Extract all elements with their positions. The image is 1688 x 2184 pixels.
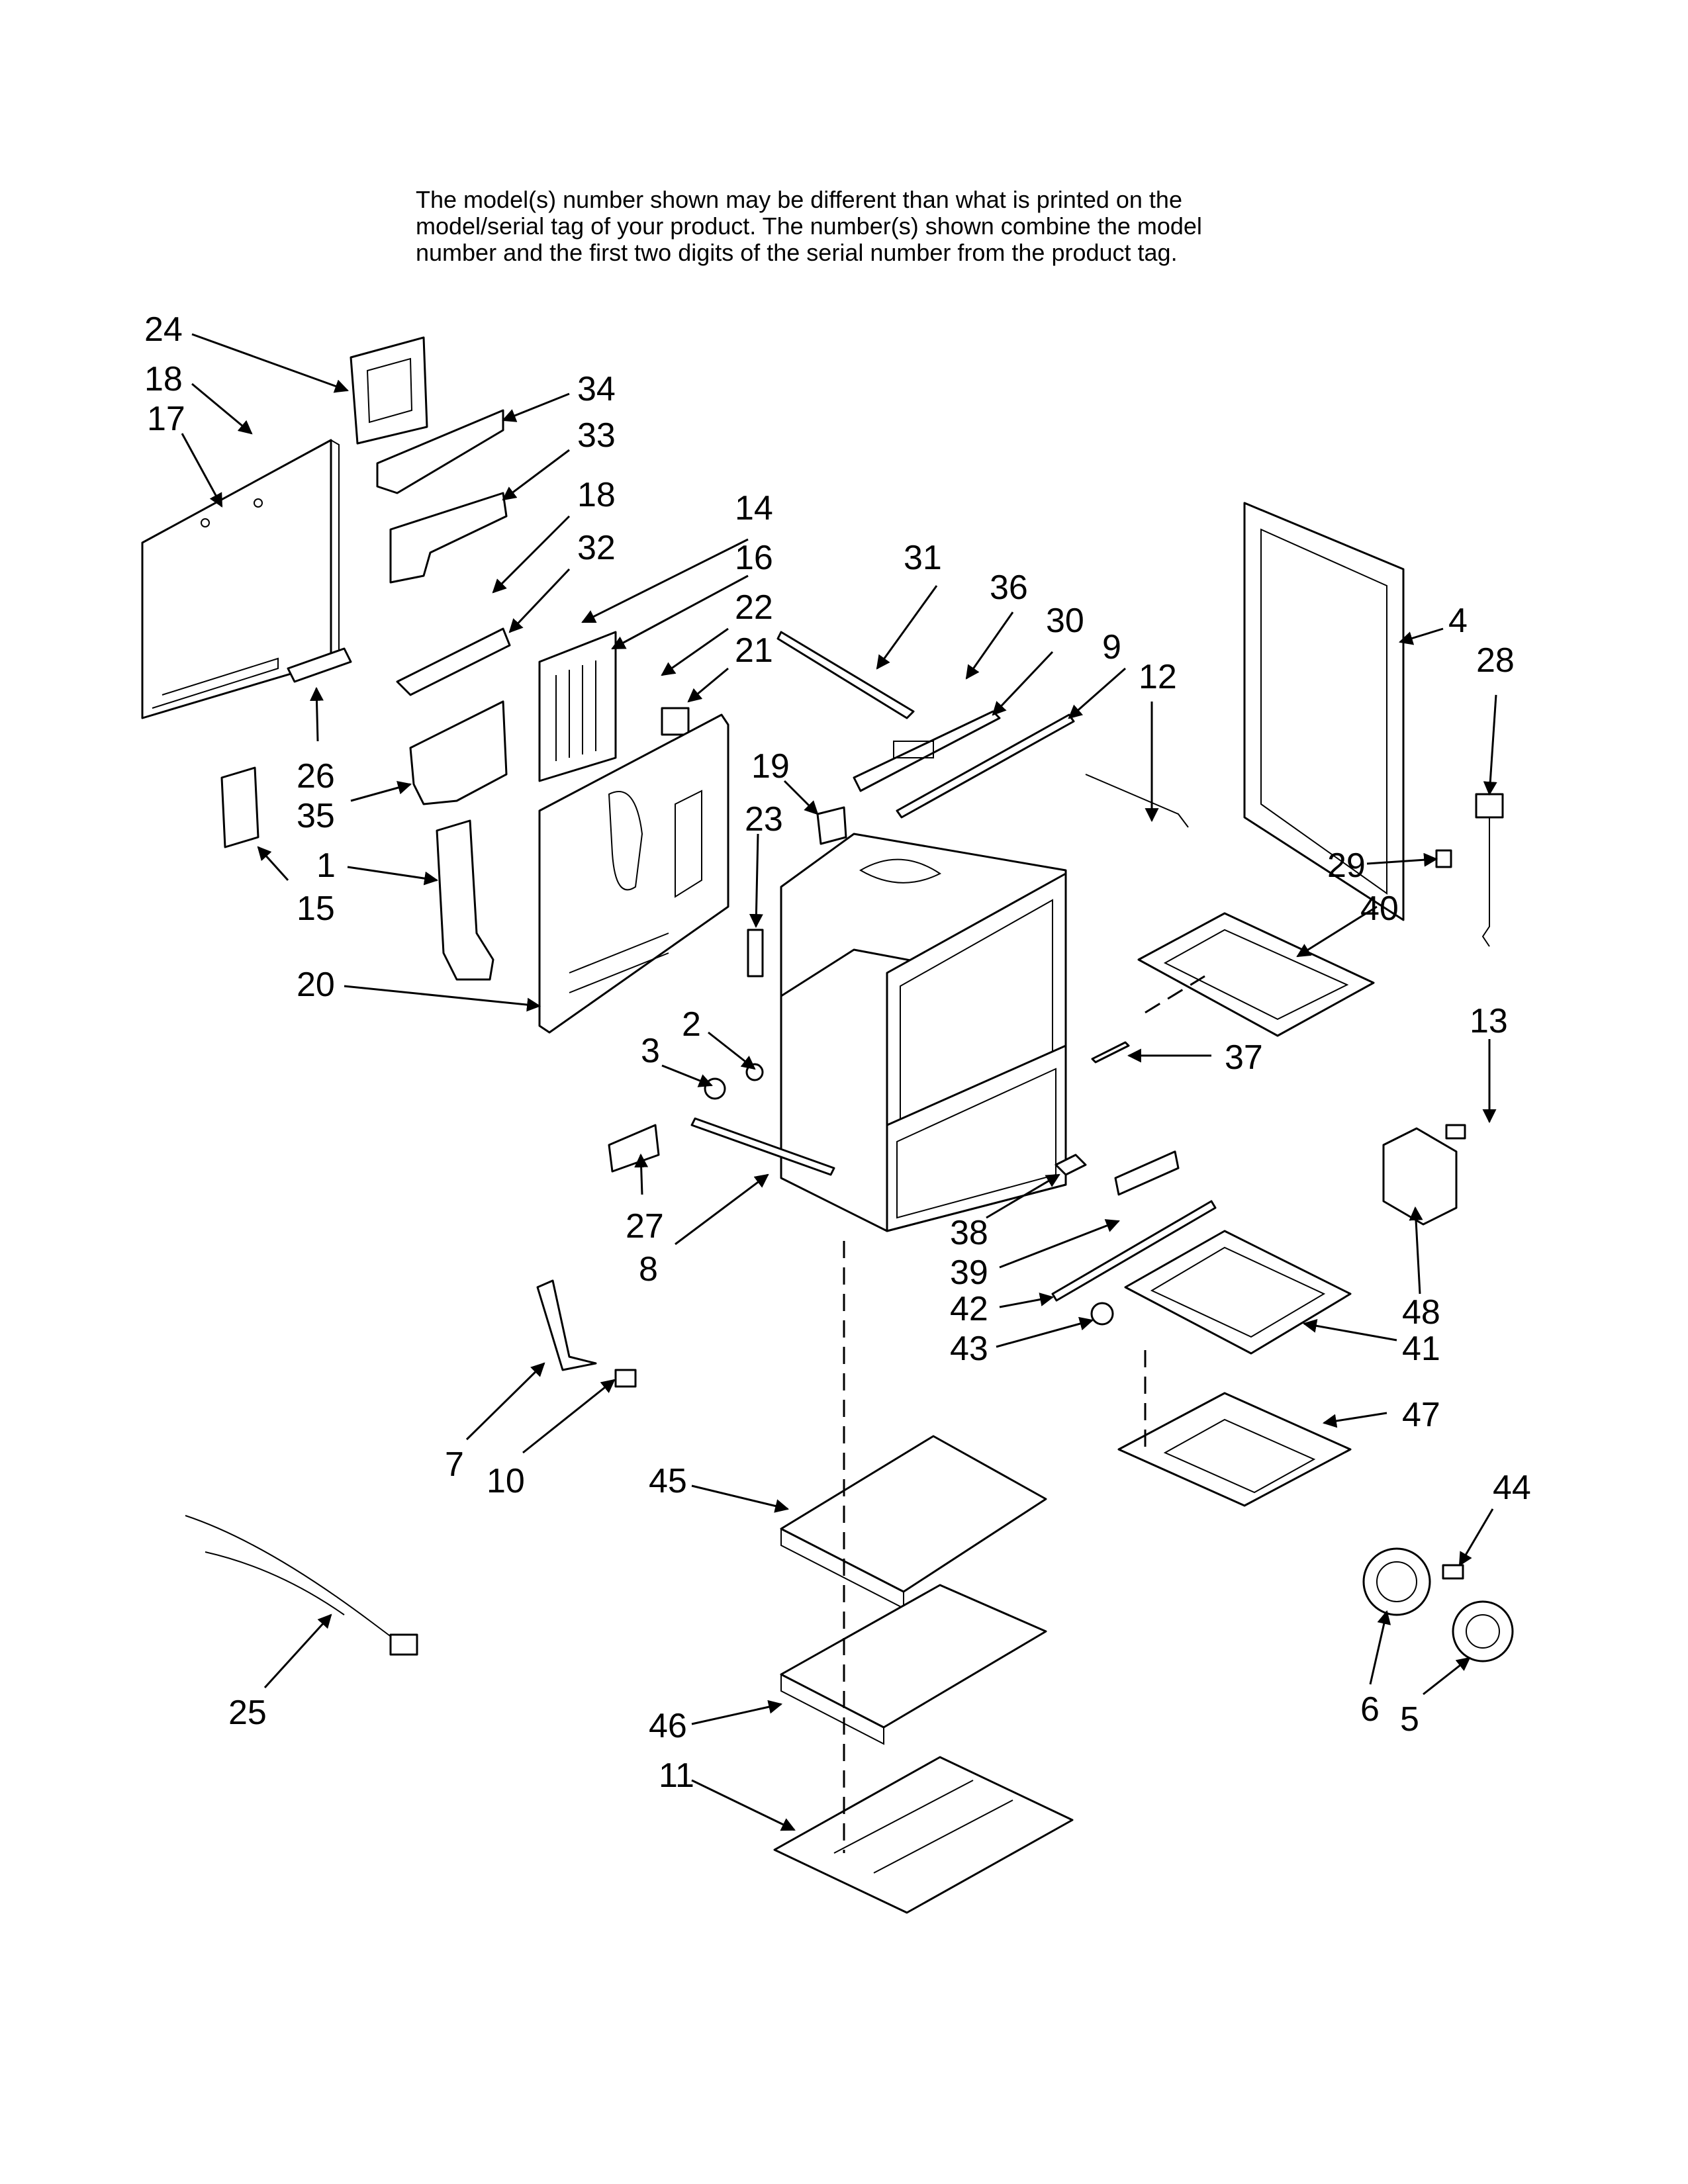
callout-14: 14 bbox=[735, 489, 773, 527]
callout-18: 18 bbox=[144, 360, 183, 398]
note-line-3: number and the first two digits of the s… bbox=[416, 239, 1178, 266]
callout-44: 44 bbox=[1493, 1469, 1531, 1507]
callout-36: 36 bbox=[990, 569, 1028, 607]
part-11-base-plate bbox=[773, 1756, 1074, 1914]
part-20-rear-panel bbox=[538, 713, 729, 1034]
part-16-panel bbox=[538, 631, 617, 782]
callout-26: 26 bbox=[297, 757, 335, 796]
part-24-vent-cover bbox=[350, 336, 428, 445]
part-34-duct bbox=[376, 409, 504, 494]
part-7-bracket bbox=[536, 1279, 597, 1371]
callout-6: 6 bbox=[1360, 1690, 1380, 1729]
part-4-door-gasket bbox=[1243, 502, 1405, 921]
leader-lines bbox=[181, 333, 1497, 1831]
callout-37: 37 bbox=[1225, 1038, 1263, 1077]
callout-47: 47 bbox=[1402, 1396, 1440, 1434]
part-15-bracket bbox=[220, 766, 259, 848]
callout-4: 4 bbox=[1448, 602, 1468, 640]
part-9-rail bbox=[896, 713, 1075, 819]
callout-33: 33 bbox=[577, 416, 616, 455]
callout-labels: 24 18 17 34 33 18 32 14 16 22 21 31 36 3… bbox=[144, 310, 1531, 1795]
callout-42: 42 bbox=[950, 1290, 988, 1328]
part-21-bracket bbox=[661, 707, 690, 736]
callout-21: 21 bbox=[735, 631, 773, 670]
part-13-screw bbox=[1445, 1124, 1466, 1140]
part-47-tray bbox=[1117, 1392, 1352, 1507]
part-43-knob bbox=[1090, 1302, 1114, 1326]
callout-16: 16 bbox=[735, 539, 773, 577]
callout-9: 9 bbox=[1102, 628, 1121, 666]
part-33-duct bbox=[389, 492, 508, 584]
callout-46: 46 bbox=[649, 1707, 687, 1745]
part-29-knob bbox=[1435, 849, 1452, 868]
part-37-strip bbox=[1091, 1041, 1130, 1064]
callout-11: 11 bbox=[659, 1756, 694, 1795]
callout-25: 25 bbox=[228, 1694, 267, 1732]
part-28-wire bbox=[1475, 793, 1504, 947]
part-10-leveler bbox=[614, 1369, 637, 1388]
callout-10: 10 bbox=[487, 1462, 525, 1500]
part-44-screw bbox=[1442, 1564, 1464, 1580]
part-1-duct bbox=[436, 819, 494, 981]
callout-2: 2 bbox=[682, 1005, 701, 1044]
callout-48: 48 bbox=[1402, 1293, 1440, 1332]
callout-40: 40 bbox=[1360, 889, 1399, 928]
part-41-drip-tray bbox=[1124, 1230, 1352, 1355]
callout-39: 39 bbox=[950, 1253, 988, 1292]
callout-12: 12 bbox=[1139, 658, 1177, 696]
callout-22: 22 bbox=[735, 588, 773, 627]
callout-23: 23 bbox=[745, 800, 783, 839]
model-number-note: The model(s) number shown may be differe… bbox=[416, 187, 1409, 266]
callout-3: 3 bbox=[641, 1032, 660, 1070]
callout-31: 31 bbox=[904, 539, 942, 577]
note-line-2: model/serial tag of your product. The nu… bbox=[416, 212, 1202, 240]
part-45-base-plate bbox=[780, 1435, 1047, 1610]
callout-13: 13 bbox=[1470, 1002, 1508, 1040]
part-40-drip-tray bbox=[1137, 912, 1375, 1037]
callout-30: 30 bbox=[1046, 602, 1084, 640]
callout-27: 27 bbox=[626, 1207, 664, 1246]
callout-18b: 18 bbox=[577, 476, 616, 514]
part-25-power-cord bbox=[185, 1515, 418, 1656]
part-27-bracket bbox=[608, 1124, 660, 1173]
part-32-bracket bbox=[396, 627, 511, 696]
callout-20: 20 bbox=[297, 966, 335, 1004]
callout-8: 8 bbox=[639, 1250, 658, 1289]
callout-5: 5 bbox=[1400, 1700, 1419, 1739]
part-23-switch bbox=[747, 929, 764, 978]
callout-32: 32 bbox=[577, 529, 616, 567]
part-30-control-bracket bbox=[853, 710, 1001, 792]
callout-35: 35 bbox=[297, 797, 335, 835]
callout-24: 24 bbox=[144, 310, 183, 349]
callout-28: 28 bbox=[1476, 641, 1515, 680]
callout-41: 41 bbox=[1402, 1330, 1440, 1368]
part-6-motor bbox=[1362, 1547, 1431, 1616]
part-35-duct bbox=[409, 700, 508, 805]
callout-34: 34 bbox=[577, 370, 616, 408]
callout-7: 7 bbox=[445, 1445, 464, 1484]
part-12-sensor bbox=[1085, 774, 1189, 828]
part-38-39-42-rails bbox=[1051, 1150, 1217, 1302]
part-48-bracket bbox=[1382, 1127, 1458, 1226]
note-line-1: The model(s) number shown may be differe… bbox=[416, 186, 1182, 213]
part-31-rail bbox=[776, 631, 915, 719]
callout-1: 1 bbox=[316, 846, 336, 885]
callout-45: 45 bbox=[649, 1462, 687, 1500]
alignment-line bbox=[1145, 975, 1205, 1014]
part-46-base-plate bbox=[780, 1584, 1047, 1745]
part-oven-cavity bbox=[780, 833, 1067, 1232]
part-8-rail bbox=[690, 1117, 835, 1176]
part-5-cover bbox=[1452, 1600, 1514, 1662]
callout-29: 29 bbox=[1327, 846, 1366, 885]
part-26-terminal-block bbox=[287, 647, 352, 683]
callout-15: 15 bbox=[297, 889, 335, 928]
callout-38: 38 bbox=[950, 1214, 988, 1252]
callout-19: 19 bbox=[751, 747, 790, 786]
part-19-bracket bbox=[816, 806, 847, 845]
callout-17: 17 bbox=[147, 400, 185, 438]
callout-43: 43 bbox=[950, 1330, 988, 1368]
